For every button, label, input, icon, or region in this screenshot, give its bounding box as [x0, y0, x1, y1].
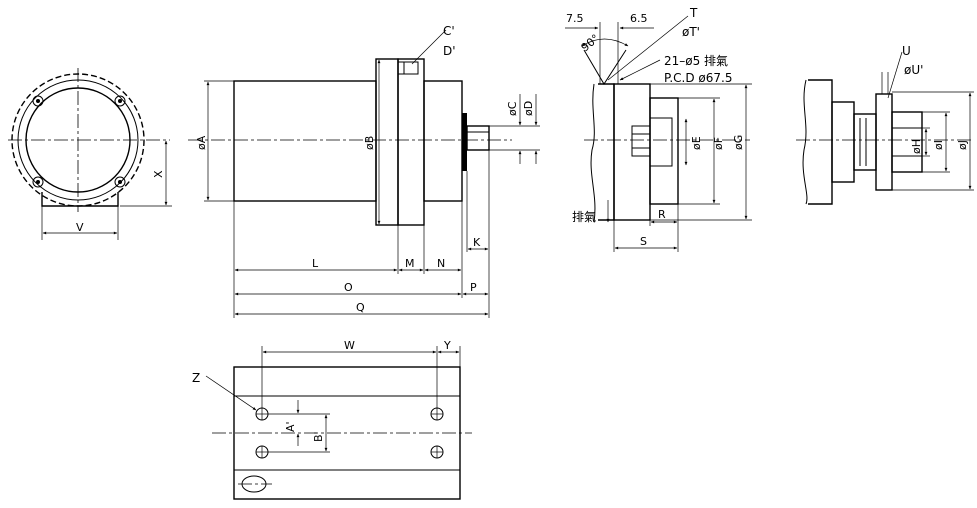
- label-i: øI: [932, 140, 945, 150]
- label-exhaust: 排氣: [572, 210, 596, 224]
- label-u: U: [902, 44, 911, 58]
- right-step-2: [853, 113, 877, 171]
- label-d: øD: [522, 101, 535, 116]
- front-base: [41, 192, 119, 207]
- right-step-1: [831, 101, 855, 183]
- detail-boss: [649, 97, 679, 205]
- label-y: Y: [443, 339, 451, 352]
- bottom-view: W Y A' B' Z: [192, 339, 472, 500]
- side-view: øA øB øC øD C' D' K L M N: [188, 24, 540, 318]
- label-m: M: [405, 257, 415, 270]
- label-a-prime: A': [284, 421, 297, 432]
- label-b: øB: [363, 136, 376, 150]
- flange-screw: [397, 61, 419, 75]
- label-pcd: P.C.D ø67.5: [664, 71, 733, 85]
- label-s: S: [640, 235, 647, 248]
- label-u-prime: øU': [904, 63, 923, 77]
- front-screws: [32, 95, 126, 188]
- label-n: N: [437, 257, 445, 270]
- front-view: V X: [8, 68, 172, 240]
- detail-view: 7.5 6.5 90° T øT' 21–ø5 排氣 P.C.D ø67.5 ø…: [565, 6, 752, 252]
- label-6-5: 6.5: [630, 12, 648, 25]
- label-holes: 21–ø5 排氣: [664, 54, 728, 68]
- label-j: øJ: [956, 140, 969, 150]
- label-e: øE: [690, 136, 703, 150]
- right-bore: [891, 127, 923, 157]
- label-t-prime: øT': [682, 25, 700, 39]
- label-c-prime: C': [443, 24, 455, 38]
- label-q: Q: [356, 301, 365, 314]
- label-f: øF: [712, 137, 725, 150]
- label-w: W: [344, 339, 355, 352]
- label-angle: 90°: [579, 32, 602, 54]
- detail-shaft-section: [649, 117, 673, 167]
- detail-break-left: [590, 83, 596, 223]
- boss-plate: [462, 113, 467, 171]
- label-v: V: [76, 221, 84, 234]
- v-groove: [583, 49, 627, 85]
- right-flange: [875, 93, 893, 191]
- leader-u: [887, 51, 903, 99]
- leader-t: [607, 15, 689, 81]
- label-x: X: [152, 170, 165, 178]
- right-view: U øU' øH øI øJ: [796, 44, 974, 205]
- label-7-5: 7.5: [566, 12, 584, 25]
- right-break-left: [802, 79, 808, 205]
- label-g: øG: [732, 135, 745, 150]
- output-shaft: [466, 125, 490, 151]
- label-l: L: [312, 257, 319, 270]
- label-p: P: [470, 281, 477, 294]
- leader-holes: [619, 59, 661, 81]
- label-z: Z: [192, 371, 200, 385]
- front-plate: [423, 80, 463, 202]
- label-r: R: [658, 208, 666, 221]
- leader-c-d: [411, 35, 441, 65]
- label-b-prime: B': [312, 431, 325, 442]
- label-d-prime: D': [443, 44, 456, 58]
- label-o: O: [344, 281, 353, 294]
- leader-z: [205, 375, 257, 411]
- label-k: K: [473, 236, 481, 249]
- label-c: øC: [506, 101, 519, 116]
- motor-flange-2: [397, 58, 425, 226]
- label-h: øH: [910, 139, 923, 154]
- label-a: øA: [195, 135, 208, 150]
- motor-body: [233, 80, 377, 202]
- label-t: T: [689, 6, 698, 20]
